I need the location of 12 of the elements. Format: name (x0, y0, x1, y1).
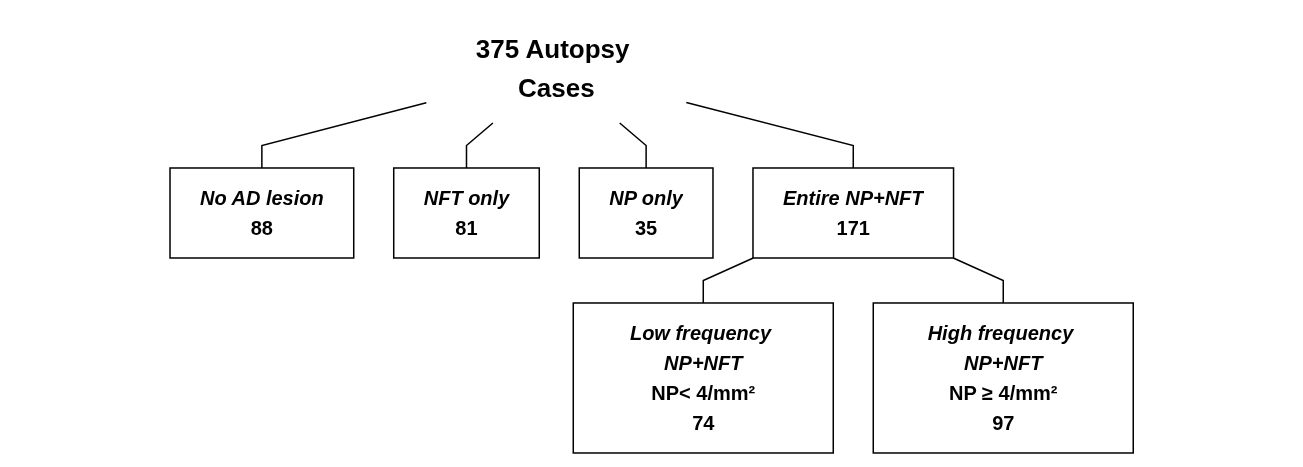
connector (685, 101, 854, 169)
node-box: NP only 35 (578, 166, 714, 259)
connector (952, 256, 1004, 304)
connector (702, 256, 754, 304)
node-box: Low frequency NP+NFT NP< 4/mm² 74 (572, 301, 834, 454)
node-box: NFT only 81 (392, 166, 540, 259)
connector (618, 121, 647, 169)
node-box: High frequency NP+NFT NP ≥ 4/mm² 97 (872, 301, 1134, 454)
node-box: No AD lesion 88 (169, 166, 355, 259)
node-text: 375 Autopsy Cases (475, 33, 630, 103)
connector (465, 121, 494, 169)
connector (261, 101, 427, 169)
